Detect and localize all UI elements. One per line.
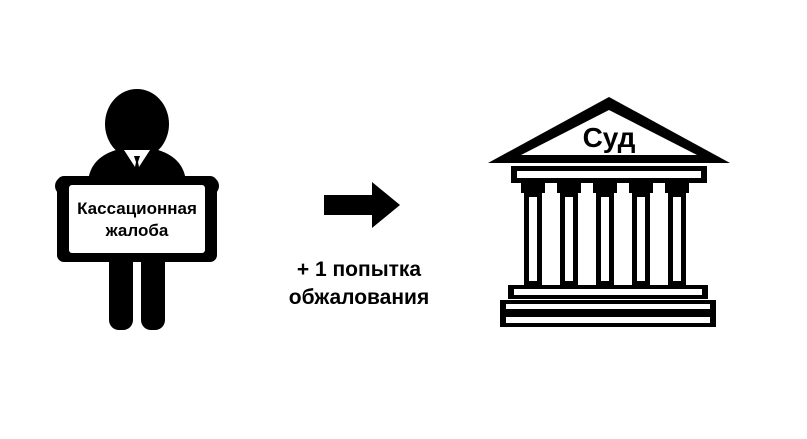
columns [521, 183, 689, 285]
caption-line1: + 1 попытка [297, 258, 422, 281]
roof-inner [521, 110, 697, 155]
sign-text-line2: жалоба [105, 221, 169, 240]
right-leg [141, 250, 165, 330]
arrow-shaft [324, 195, 374, 215]
column [665, 183, 689, 285]
sign-text-line1: Кассационная [77, 199, 197, 218]
arrow-head [372, 182, 400, 228]
person-head [105, 89, 169, 159]
base-step-2-inner [506, 304, 710, 309]
courthouse-icon: Суд [488, 97, 730, 327]
column [521, 183, 545, 285]
caption-line2: обжалования [289, 286, 429, 309]
sign-board-inner [69, 185, 205, 253]
column [557, 183, 581, 285]
arrow-right-icon [324, 182, 400, 228]
left-leg [109, 250, 133, 330]
court-label: Суд [583, 122, 636, 153]
base-step-1-inner [514, 289, 702, 295]
entablature-inner [517, 171, 701, 178]
column [629, 183, 653, 285]
base-step-3-inner [506, 317, 710, 323]
person-holding-sign-icon: Кассационная жалоба [55, 89, 219, 330]
column [593, 183, 617, 285]
